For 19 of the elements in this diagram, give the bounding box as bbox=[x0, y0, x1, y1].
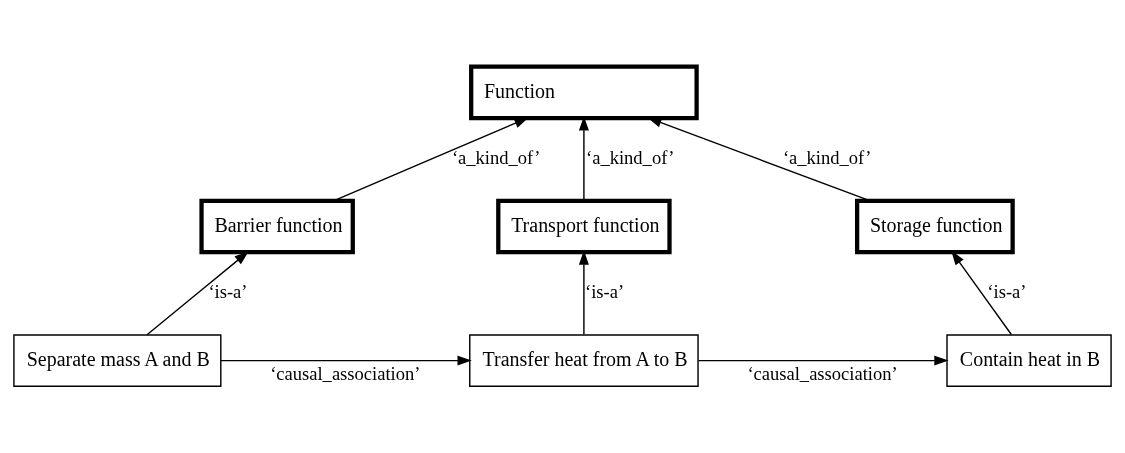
edge-label: ‘causal_association’ bbox=[270, 362, 421, 384]
arrow bbox=[697, 355, 949, 366]
edge-label: ‘causal_association’ bbox=[747, 362, 898, 384]
edge-label: ‘is-a’ bbox=[208, 281, 248, 303]
edge-label: ‘is-a’ bbox=[987, 281, 1027, 303]
edge-label: ‘a_kind_of’ bbox=[782, 147, 872, 169]
node-box: Function bbox=[469, 64, 699, 121]
node-box: Separate mass A and B bbox=[13, 334, 222, 387]
node-box: Transfer heat from A to B bbox=[469, 334, 699, 387]
node-box: Transport function bbox=[496, 198, 672, 255]
edge-label: ‘a_kind_of’ bbox=[451, 147, 541, 169]
node-box: Storage function bbox=[855, 198, 1015, 255]
node-box: Barrier function bbox=[199, 198, 355, 255]
arrow bbox=[333, 117, 529, 202]
edge-label: ‘a_kind_of’ bbox=[586, 147, 675, 169]
edge-label: ‘is-a’ bbox=[585, 281, 625, 303]
arrow bbox=[146, 251, 249, 336]
arrow bbox=[220, 355, 472, 366]
node-box: Contain heat in B bbox=[946, 334, 1112, 387]
